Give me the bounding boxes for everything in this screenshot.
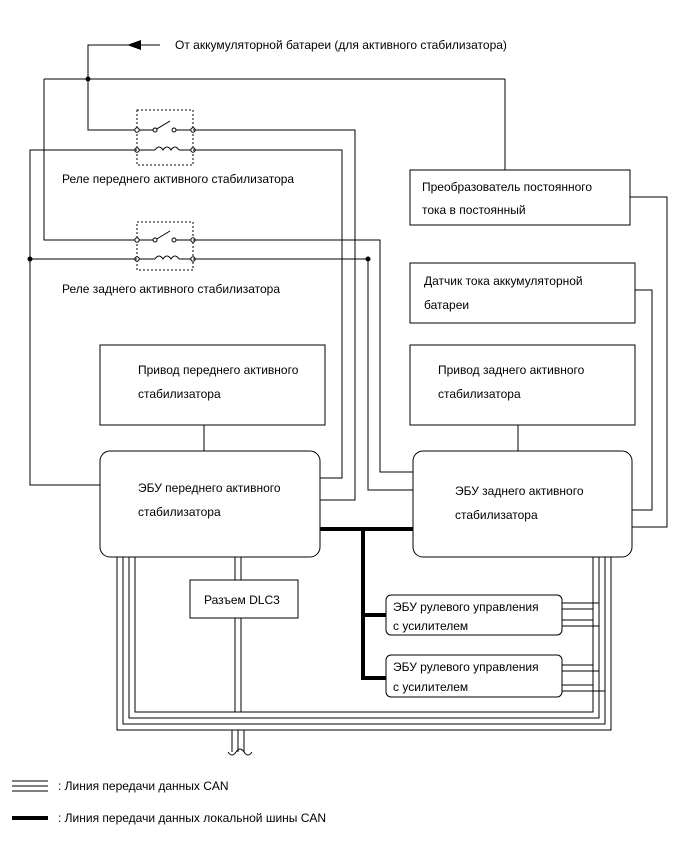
eps-ecu-1-line1: ЭБУ рулевого управления	[393, 600, 539, 614]
legend-local-can-label: : Линия передачи данных локальной шины C…	[58, 811, 326, 825]
rear-ecu-box	[412, 450, 633, 558]
dlc3-label: Разъем DLC3	[204, 593, 280, 607]
junction-dot	[85, 76, 91, 82]
relay-rear-label: Реле заднего активного стабилизатора	[62, 282, 280, 296]
battery-feed-wiring	[43, 40, 506, 241]
arrow-left-icon	[127, 40, 141, 50]
front-actuator-box	[99, 344, 326, 426]
front-ecu-box	[99, 450, 321, 558]
front-ecu-line1: ЭБУ переднего активного	[138, 481, 281, 495]
dcdc-line1: Преобразователь постоянного	[422, 180, 592, 194]
rear-actuator-line2: стабилизатора	[438, 387, 521, 401]
front-ecu-line2: стабилизатора	[138, 505, 221, 519]
current-sensor-box	[409, 262, 636, 324]
dcdc-converter-box	[409, 169, 631, 226]
rear-actuator-line1: Привод заднего активного	[438, 363, 585, 377]
can-bus	[116, 557, 612, 756]
relay-front	[134, 109, 196, 166]
relay-rear	[134, 221, 196, 271]
current-sensor-line1: Датчик тока аккумуляторной	[424, 274, 583, 288]
junction-dot	[365, 256, 371, 262]
front-actuator-line2: стабилизатора	[138, 387, 221, 401]
legend-can-label: : Линия передачи данных CAN	[58, 779, 229, 793]
eps-ecu-2-line1: ЭБУ рулевого управления	[393, 660, 539, 674]
battery-label: От аккумуляторной батареи (для активного…	[175, 38, 507, 52]
rear-ecu-line1: ЭБУ заднего активного	[455, 484, 584, 498]
eps-ecu-2-box	[385, 654, 563, 698]
dlc3-connector-box	[189, 579, 299, 619]
eps-ecu-2-line2: с усилителем	[393, 680, 468, 694]
current-sensor-line2: батареи	[424, 298, 469, 312]
dcdc-line2: тока в постоянный	[422, 203, 526, 217]
eps-ecu-1-line2: с усилителем	[393, 619, 468, 633]
relay-front-label: Реле переднего активного стабилизатора	[62, 172, 294, 186]
rear-actuator-box	[409, 344, 636, 426]
junction-dot	[27, 256, 33, 262]
legend-can-symbol	[12, 780, 48, 792]
eps-ecu-1-box	[385, 594, 563, 636]
front-actuator-line1: Привод переднего активного	[138, 363, 299, 377]
rear-ecu-line2: стабилизатора	[455, 508, 538, 522]
local-can-bus	[320, 527, 413, 680]
